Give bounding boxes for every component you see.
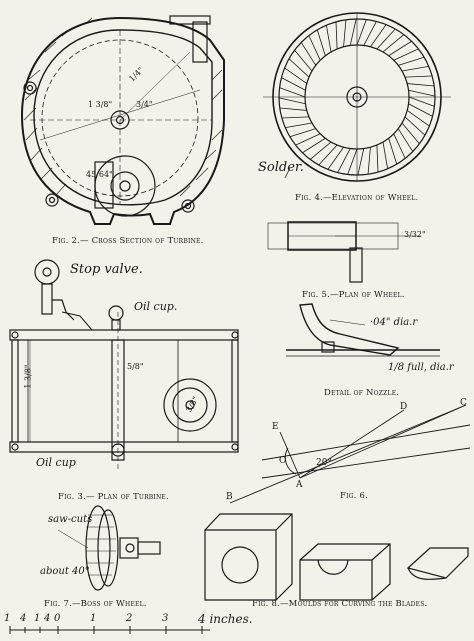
wheel-blade xyxy=(356,19,367,46)
wheel-blade xyxy=(309,141,332,160)
oil-cup-top-label: Oil cup. xyxy=(134,300,178,313)
fig8-moulds xyxy=(204,513,469,601)
wheel-blade xyxy=(376,145,379,173)
scale-tick-7: 2 xyxy=(126,613,133,624)
fig6-point-a: A xyxy=(296,480,303,490)
wheel-blade xyxy=(327,146,344,170)
fig6-angle: 20° xyxy=(316,458,332,468)
wheel-blade xyxy=(316,29,326,56)
wheel-blade xyxy=(405,75,433,78)
fig3-caption: Fig. 3.— Plan of Turbine. xyxy=(58,492,169,502)
fig2-dim-4: 45/64" xyxy=(86,170,113,179)
wheel-blade xyxy=(388,138,398,165)
scale-tick-4: 4 xyxy=(44,613,51,624)
fig4-wheel-elevation xyxy=(263,12,451,182)
wheel-blade xyxy=(370,24,387,48)
wheel-blade xyxy=(363,21,377,46)
wheel-blade xyxy=(393,133,406,159)
scale-tick-6: 1 xyxy=(90,613,97,624)
scale-tick-2: 4 xyxy=(20,613,27,624)
nozzle-full-dia-label: 1/8 full, dia.r xyxy=(388,362,454,373)
scale-tick-8: 3 xyxy=(162,613,169,624)
wheel-blade xyxy=(302,137,326,154)
wheel-blade xyxy=(397,128,414,152)
fig6-blade-diagram xyxy=(229,404,471,504)
fig7-caption: Fig. 7.—Boss of Wheel. xyxy=(44,599,147,609)
wheel-blade xyxy=(408,103,433,117)
wheel-blade xyxy=(343,19,347,47)
wheel-blade xyxy=(408,89,436,97)
wheel-blade xyxy=(281,116,309,119)
wheel-blade xyxy=(407,83,435,87)
fig5-dim: 3/32" xyxy=(404,230,426,239)
fig7-wheel-boss xyxy=(57,505,161,591)
wheel-blade xyxy=(393,48,419,61)
saw-cuts-label: saw-cuts xyxy=(48,514,93,525)
nozzle-caption: Detail of Nozzle. xyxy=(324,388,400,398)
wheel-blade xyxy=(279,107,307,111)
fig2-caption: Fig. 2.— Cross Section of Turbine. xyxy=(52,236,204,246)
fig6-point-e: E xyxy=(272,422,279,432)
fig3-dim-2: 5/8" xyxy=(127,362,144,371)
wheel-blade xyxy=(281,77,306,91)
wheel-blade xyxy=(318,144,338,166)
oil-cup-bottom-label: Oil cup xyxy=(36,456,76,469)
fig5-wheel-plan xyxy=(267,221,420,283)
fig6-caption: Fig. 6. xyxy=(340,491,368,501)
fig3-turbine-plan xyxy=(9,259,239,470)
wheel-blade xyxy=(285,122,313,129)
wheel-blade xyxy=(404,116,426,136)
wheel-blade xyxy=(398,56,425,66)
fig5-caption: Fig. 5.—Plan of Wheel. xyxy=(302,290,405,300)
wheel-blade xyxy=(289,128,316,138)
fig8-caption: Fig. 8.—Moulds for Curving the Blades. xyxy=(252,599,428,609)
nozzle-detail xyxy=(286,303,440,357)
fig3-dim-1: 1 3/8" xyxy=(23,364,33,389)
wheel-blade xyxy=(401,122,420,145)
wheel-blade xyxy=(406,110,430,127)
wheel-blade xyxy=(382,34,405,53)
wheel-blade xyxy=(408,96,435,107)
wheel-blade xyxy=(308,35,321,61)
wheel-blade xyxy=(388,40,412,57)
stop-valve-label: Stop valve. xyxy=(70,262,143,277)
scale-bar xyxy=(9,626,210,634)
wheel-blade xyxy=(357,148,365,176)
wheel-blade xyxy=(279,87,306,98)
fig2-turbine-section xyxy=(20,15,225,225)
fig6-point-b: B xyxy=(226,492,233,502)
wheel-blade xyxy=(335,21,338,49)
wheel-blade xyxy=(401,65,429,72)
scale-tick-9: 4 inches. xyxy=(198,612,253,626)
wheel-blade xyxy=(300,42,317,66)
scale-tick-1: 1 xyxy=(4,613,11,624)
wheel-blade xyxy=(284,67,308,84)
wheel-blade xyxy=(367,147,371,175)
wheel-blade xyxy=(382,141,389,169)
wheel-blade xyxy=(278,97,306,105)
wheel-blade xyxy=(376,28,396,50)
about-40-label: about 40° xyxy=(40,566,90,577)
wheel-blade xyxy=(295,133,321,146)
wheel-blade xyxy=(349,18,357,46)
fig6-point-c: C xyxy=(460,398,467,408)
wheel-blade xyxy=(325,25,332,53)
scale-tick-5: 0 xyxy=(54,613,61,624)
wheel-blade xyxy=(288,58,310,78)
fig6-point-o: O xyxy=(279,456,287,466)
fig4-caption: Fig. 4.—Elevation of Wheel. xyxy=(295,193,419,203)
wheel-blade xyxy=(347,148,358,175)
scale-tick-3: 1 xyxy=(34,613,41,624)
solder-label: Solder. xyxy=(258,160,304,175)
fig2-dim-2: 1 3/8" xyxy=(88,100,113,109)
fig6-point-d: D xyxy=(400,402,408,412)
fig2-dim-3: 3/4" xyxy=(136,100,153,109)
wheel-blade xyxy=(337,148,351,173)
wheel-blade xyxy=(294,49,313,72)
nozzle-dia-small-label: ·04" dia.r xyxy=(370,317,418,328)
